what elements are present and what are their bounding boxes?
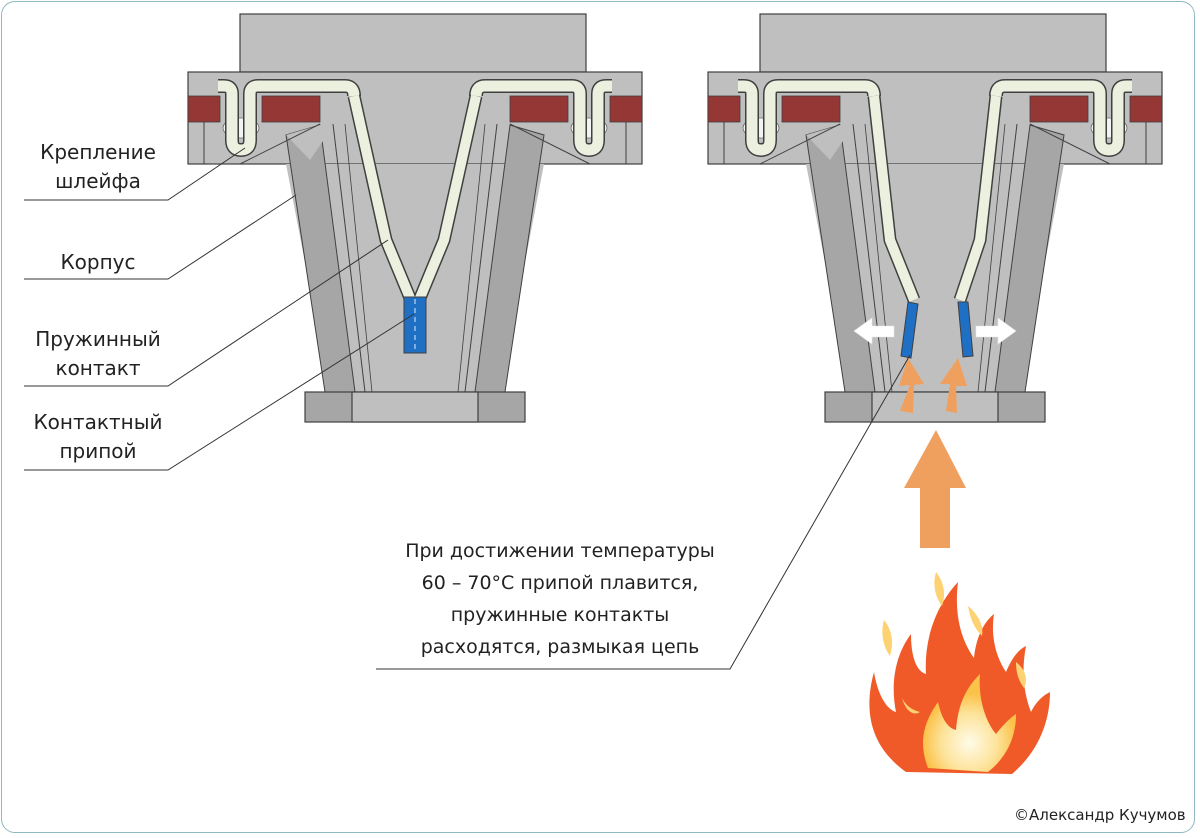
label-mount-line1: Крепление (40, 140, 156, 164)
flame-icon (869, 572, 1050, 774)
arrow-right-icon (975, 317, 1017, 345)
detector-open (708, 14, 1162, 422)
caption-line2: 60 – 70°C припой плавится, (421, 572, 699, 594)
label-spring-contact: Пружинный контакт (18, 325, 178, 383)
contact-right (957, 301, 974, 358)
spring-contacts-open (867, 95, 1003, 359)
label-spring-line1: Пружинный (35, 327, 161, 351)
heat-arrow-small-left (899, 358, 924, 413)
label-solder: Контактный припой (18, 408, 178, 466)
label-mount: Крепление шлейфа (18, 138, 178, 196)
label-mount-line2: шлейфа (55, 169, 141, 193)
detector-closed (188, 14, 642, 422)
contact-left (900, 301, 919, 359)
label-spring-line2: контакт (55, 356, 141, 380)
copyright: ©Александр Кучумов (1014, 806, 1186, 824)
caption-line3: пружинные контакты (450, 604, 670, 626)
leader-lines (24, 147, 911, 670)
caption-line1: При достижении температуры (405, 540, 715, 562)
label-body: Корпус (18, 248, 178, 277)
heat-arrow-small-right (940, 358, 967, 413)
caption-line4: расходятся, размыкая цепь (420, 636, 700, 658)
label-solder-line1: Контактный (33, 410, 163, 434)
label-body-line1: Корпус (60, 250, 136, 274)
heat-arrow-large (904, 430, 966, 548)
caption: При достижении температуры 60 – 70°C при… (360, 535, 760, 663)
label-solder-line2: припой (59, 439, 137, 463)
arrow-left-icon (853, 317, 895, 345)
spring-contacts-closed (347, 94, 483, 354)
contact-block (403, 296, 427, 354)
